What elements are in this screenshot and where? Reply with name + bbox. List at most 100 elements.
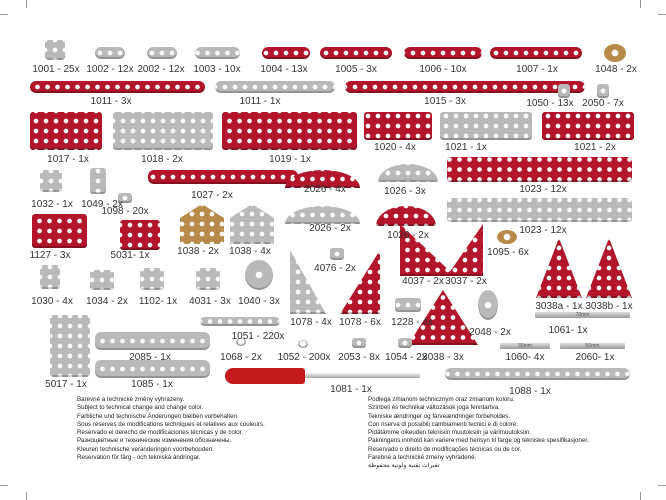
part-label: 1102- 1x	[138, 296, 178, 307]
part-shape	[222, 112, 357, 150]
disclaimer-right: Podlega zmianom technicznym oraz zmianom…	[368, 396, 589, 471]
part-shape	[404, 47, 482, 59]
crop-mark	[658, 485, 666, 486]
part-label: 1011 - 1x	[239, 96, 281, 107]
screwdriver-handle	[225, 368, 305, 384]
part-shape	[245, 260, 273, 290]
part-shape	[180, 204, 224, 244]
part-shape	[45, 40, 65, 60]
crop-mark	[640, 0, 641, 8]
part-label: 1052 - 200x	[277, 352, 331, 363]
disclaimer-line: Reservation för färg - och tekniská ändr…	[77, 454, 201, 462]
part-label: 2026 - 4x	[304, 184, 346, 195]
part-label: 2050 - 7x	[582, 98, 624, 109]
part-label: 1048 - 2x	[595, 64, 637, 75]
part-shape	[364, 112, 432, 140]
part-label: 3038b - 1x	[585, 301, 633, 312]
part-label: 4031 - 3x	[189, 296, 231, 307]
disclaimer-left: Barevné a technické změny vyhrazeny.Subj…	[77, 396, 265, 462]
part-label: 1051 - 220x	[231, 331, 285, 342]
part-label: 1085 - 1x	[131, 379, 173, 390]
part-label: 1032 - 1x	[31, 199, 73, 210]
part-shape	[262, 47, 310, 59]
disclaimer-line: Farebné a technické zmeny vyhradené.	[368, 454, 477, 462]
part-shape	[215, 81, 335, 93]
disclaimer-line: Sous réserves de modifications technique…	[77, 420, 265, 428]
part-shape	[90, 270, 114, 290]
disclaimer-line: Reservado o direito de modificações técn…	[368, 445, 522, 453]
part-label: 1007 - 1x	[516, 64, 558, 75]
part-shape	[140, 268, 164, 290]
disclaimer-line: Con riserva di possibili cambiamenti tec…	[368, 420, 518, 428]
part-shape	[558, 84, 570, 98]
part-label: 1017 - 1x	[47, 154, 89, 165]
part-shape	[447, 198, 632, 222]
part-label: 2053 - 8x	[338, 352, 380, 363]
part-shape	[345, 81, 585, 93]
part-shape	[490, 47, 582, 59]
part-shape	[195, 47, 240, 59]
disclaimer-line: Tekniske ændringer og farveændringer for…	[368, 412, 511, 420]
part-label: 1078 - 4x	[290, 317, 332, 328]
part-label: 1061- 1x	[548, 325, 588, 336]
disclaimer-line: Разноцветные и технические изменения обо…	[77, 437, 232, 445]
part-label: 1023 - 12x	[519, 225, 567, 236]
disclaimer-line: تغيرات تقنية ولونية محفوظة	[368, 462, 440, 470]
crop-mark	[26, 0, 27, 8]
part-shape	[398, 338, 412, 348]
part-shape	[604, 44, 626, 62]
part-shape	[30, 112, 102, 150]
disclaimer-line: Subject to technical change and change c…	[77, 404, 204, 412]
part-shape	[118, 193, 132, 203]
part-label: 1026 - 2x	[387, 230, 429, 241]
crop-mark	[658, 14, 666, 15]
part-label: 1011 - 3x	[90, 96, 132, 107]
part-shape	[95, 360, 210, 378]
part-label: 2002 - 12x	[137, 64, 185, 75]
part-label: 1040 - 3x	[238, 296, 280, 307]
part-shape	[95, 47, 125, 59]
crop-mark	[0, 14, 8, 15]
part-label: 3037 - 2x	[445, 276, 487, 287]
part-shape	[447, 224, 483, 276]
part-label: 4037 - 2x	[402, 276, 444, 287]
part-shape	[497, 230, 517, 244]
part-shape	[30, 81, 205, 93]
part-shape	[586, 238, 632, 298]
disclaimer-line: Színbeli és technikai változások joga fe…	[368, 404, 500, 412]
part-label: 5017 - 1x	[45, 379, 87, 390]
part-shape	[285, 206, 360, 224]
part-label: 1228 - 4x	[391, 317, 433, 328]
part-shape	[200, 317, 280, 326]
rod-1060: 35mm	[500, 343, 550, 349]
part-shape	[445, 368, 630, 380]
part-shape	[230, 204, 274, 244]
part-shape	[298, 340, 308, 348]
rod-1061: 70mm	[535, 312, 630, 318]
part-shape	[90, 168, 106, 194]
part-shape	[447, 157, 632, 182]
part-shape	[148, 170, 298, 184]
part-shape	[542, 112, 634, 140]
part-shape	[478, 290, 498, 320]
part-label: 1003 - 10x	[193, 64, 241, 75]
part-shape	[330, 248, 344, 260]
crop-mark	[26, 492, 27, 500]
part-shape	[320, 47, 392, 59]
part-label: 1095 - 6x	[487, 247, 529, 258]
part-label: 1098 - 20x	[101, 206, 149, 217]
disclaimer-line: Reservado el derecho de modificaciones t…	[77, 429, 244, 437]
part-label: 3038a - 1x	[535, 301, 583, 312]
part-label: 1054 - 2x	[385, 352, 427, 363]
part-shape	[290, 250, 326, 314]
part-shape	[376, 206, 436, 226]
part-label: 1068 - 2x	[220, 352, 262, 363]
part-label: 1127 - 3x	[29, 250, 71, 261]
part-label: 2085 - 1x	[129, 352, 171, 363]
disclaimer-line: Podlega zmianom technicznym oraz zmianom…	[368, 396, 515, 403]
part-shape	[536, 238, 582, 298]
part-shape	[285, 170, 360, 188]
part-shape	[352, 338, 366, 348]
part-label: 2060- 1x	[575, 352, 615, 363]
disclaimer-line: Barevné a technické změny vyhrazeny.	[77, 396, 185, 403]
